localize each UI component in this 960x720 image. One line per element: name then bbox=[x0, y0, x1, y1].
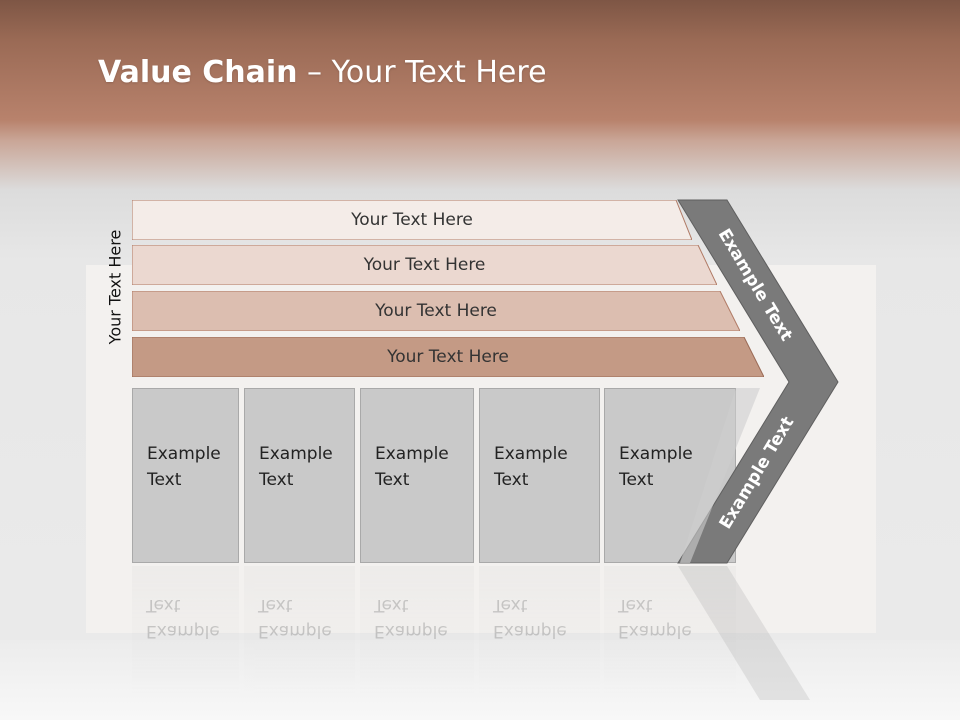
box-3-line1: Example bbox=[375, 444, 449, 464]
floor bbox=[0, 640, 960, 720]
example-box-4[interactable]: Example Text bbox=[479, 388, 600, 563]
chevron-reflection bbox=[678, 566, 810, 700]
box-2-line2: Text bbox=[259, 470, 294, 490]
slide-title: Value Chain – Your Text Here bbox=[98, 55, 547, 90]
box-4-line2: Text bbox=[494, 470, 529, 490]
value-bar-4-label: Your Text Here bbox=[387, 347, 509, 367]
example-box-2[interactable]: Example Text bbox=[244, 388, 355, 563]
box-5-line2: Text bbox=[619, 470, 654, 490]
box-3-line2: Text bbox=[375, 470, 410, 490]
title-rest: – Your Text Here bbox=[297, 55, 547, 90]
value-bar-3[interactable]: Your Text Here bbox=[132, 291, 740, 331]
box-4-line1: Example bbox=[494, 444, 568, 464]
box-1-line1: Example bbox=[147, 444, 221, 464]
value-bar-3-shape bbox=[132, 291, 740, 331]
value-bar-3-label: Your Text Here bbox=[375, 301, 497, 321]
value-bar-4[interactable]: Your Text Here bbox=[132, 337, 764, 377]
example-box-1[interactable]: Example Text bbox=[132, 388, 239, 563]
value-bar-1[interactable]: Your Text Here bbox=[132, 200, 692, 240]
example-box-3[interactable]: Example Text bbox=[360, 388, 474, 563]
value-bar-2-label: Your Text Here bbox=[363, 255, 486, 275]
box-2-line1: Example bbox=[259, 444, 333, 464]
value-bar-4-shape bbox=[132, 337, 764, 377]
value-bar-1-label: Your Text Here bbox=[351, 210, 473, 230]
value-bar-2-shape bbox=[132, 245, 717, 285]
value-bar-1-shape bbox=[132, 200, 692, 240]
title-bold: Value Chain bbox=[98, 55, 298, 90]
box-1-line2: Text bbox=[147, 470, 182, 490]
box-5-line1: Example bbox=[619, 444, 693, 464]
chevron-inner-edge bbox=[680, 388, 760, 563]
chevron-shape bbox=[677, 199, 839, 564]
value-bar-2[interactable]: Your Text Here bbox=[132, 245, 717, 285]
